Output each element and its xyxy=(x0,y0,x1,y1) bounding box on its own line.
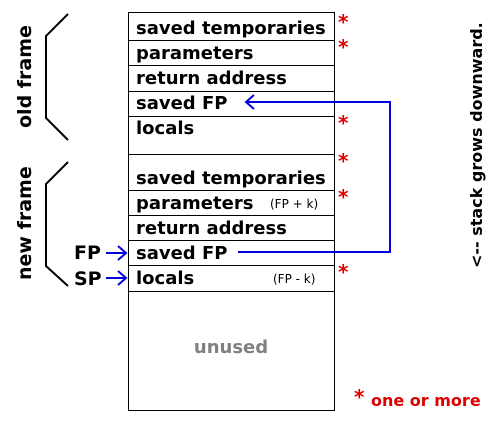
new-parameters-label: parameters xyxy=(136,193,253,214)
fp-arrow xyxy=(106,245,128,261)
saved-fp-link-arrow xyxy=(238,94,391,253)
old-frame: saved temporaries parameters return addr… xyxy=(128,10,349,155)
old-frame-brace xyxy=(45,13,69,141)
fp-pointer-label: FP xyxy=(74,242,101,264)
legend-text: one or more xyxy=(371,391,481,410)
new-return-address-label: return address xyxy=(136,218,287,239)
new-saved-fp-label: saved FP xyxy=(136,243,227,264)
unused-region-label: unused xyxy=(194,337,268,358)
old-locals-label: locals xyxy=(136,118,194,139)
new-parameters-note: (FP + k) xyxy=(270,197,318,211)
new-locals-star: * xyxy=(338,260,349,284)
old-locals-star: * xyxy=(338,111,349,135)
old-saved-temporaries-star: * xyxy=(338,10,349,34)
old-parameters-star: * xyxy=(338,35,349,59)
sp-arrow xyxy=(106,270,128,286)
old-parameters-label: parameters xyxy=(136,43,253,64)
new-frame: saved temporaries parameters (FP + k) re… xyxy=(128,149,349,292)
old-frame-label: old frame xyxy=(14,25,36,128)
stack-outline xyxy=(128,12,335,411)
legend: * one or more xyxy=(354,385,481,410)
new-frame-label: new frame xyxy=(14,166,36,280)
old-return-address-label: return address xyxy=(136,68,287,89)
new-locals-label: locals xyxy=(136,268,194,289)
new-saved-temporaries-star: * xyxy=(338,185,349,209)
stack-growth-note: <-- stack grows downward. xyxy=(467,22,486,268)
new-frame-top-star: * xyxy=(338,149,349,173)
new-frame-brace xyxy=(45,161,69,287)
new-saved-temporaries-label: saved temporaries xyxy=(136,168,326,189)
new-locals-note: (FP - k) xyxy=(273,272,315,286)
legend-star: * xyxy=(354,385,365,409)
old-saved-temporaries-label: saved temporaries xyxy=(136,18,326,39)
old-saved-fp-label: saved FP xyxy=(136,93,227,114)
sp-pointer-label: SP xyxy=(74,268,102,290)
